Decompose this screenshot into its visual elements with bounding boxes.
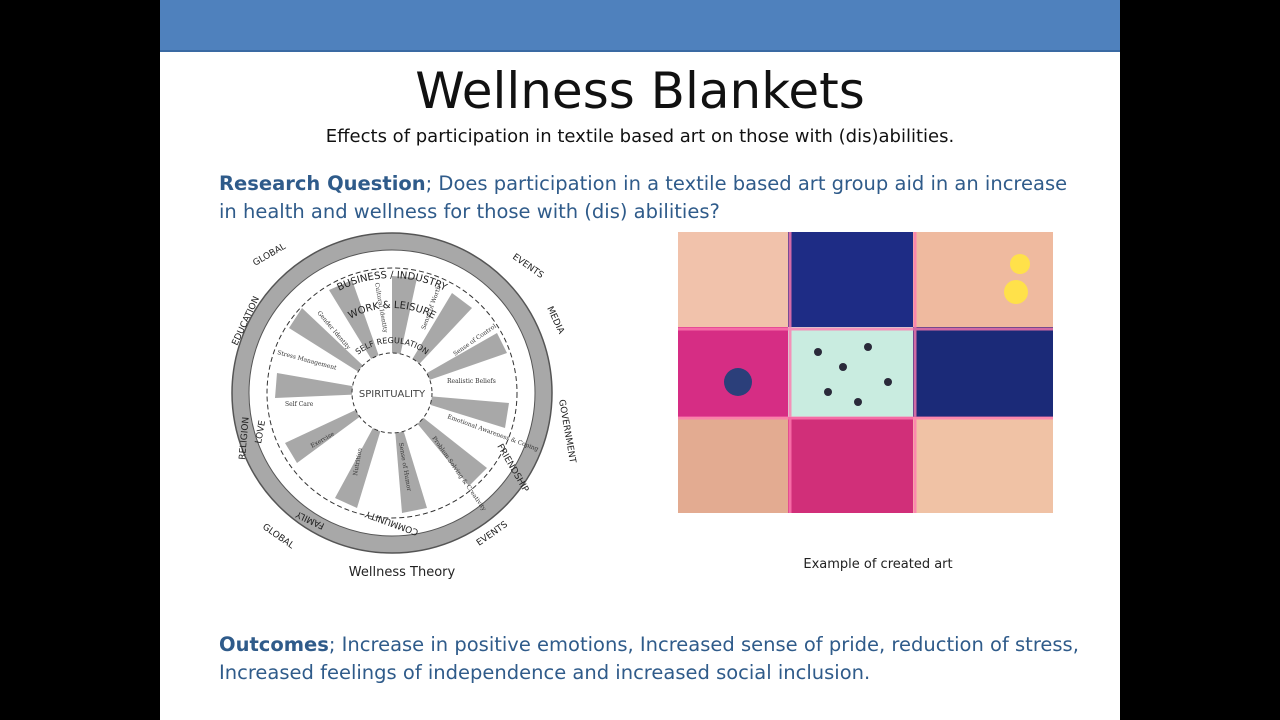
slide: Wellness Blankets Effects of participati… (160, 0, 1120, 720)
wheel-center-label: SPIRITUALITY (359, 389, 426, 400)
wheel-outer-label: GOVERNMENT (556, 399, 577, 465)
wheel-outer-label: GLOBAL (252, 242, 288, 269)
research-question: Research Question; Does participation in… (219, 170, 1079, 226)
slide-title: Wellness Blankets (415, 62, 865, 120)
research-label: Research Question (219, 172, 426, 195)
header-bar (160, 0, 1120, 52)
wheel-outer-label: EVENTS (510, 252, 545, 281)
wheel-spoke-label: Nutrition (352, 447, 364, 476)
wheel-outer-label: RELIGION (238, 416, 252, 460)
wellness-wheel-diagram: SPIRITUALITY BUSINESS / INDUSTRY WORK & … (231, 232, 577, 554)
outcomes: Outcomes; Increase in positive emotions,… (219, 631, 1079, 687)
blanket-photo (678, 232, 1053, 513)
wheel-love-label: LOVE (254, 419, 268, 444)
wheel-spoke-label: Self Care (285, 401, 314, 408)
wheel-spoke-label: Realistic Beliefs (447, 378, 496, 385)
outcomes-text: ; Increase in positive emotions, Increas… (219, 633, 1079, 684)
slide-subtitle: Effects of participation in textile base… (325, 126, 955, 147)
wheel-caption: Wellness Theory (348, 565, 456, 580)
research-text: ; Does participation in a textile based … (219, 172, 1068, 223)
wheel-outer-label: MEDIA (544, 305, 566, 336)
wheel-outer-label: GLOBAL (260, 522, 295, 551)
art-caption: Example of created art (803, 557, 953, 572)
outcomes-label: Outcomes (219, 633, 329, 656)
